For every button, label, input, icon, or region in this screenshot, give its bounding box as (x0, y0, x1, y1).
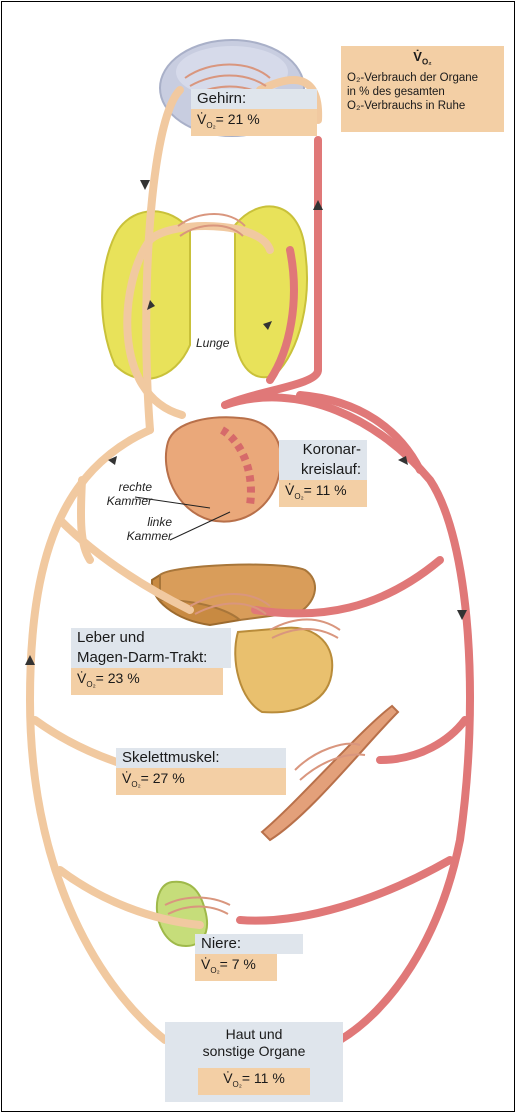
gehirn-title: Gehirn: (191, 89, 317, 109)
koronar-label: Koronar- kreislauf: V̇O₂= 11 % (279, 440, 367, 507)
legend-symbol: V̇O₂ (347, 50, 498, 70)
koronar-title-2: kreislauf: (279, 460, 367, 480)
legend-line-1: O₂-Verbrauch der Organe (347, 71, 498, 85)
koronar-value: V̇O₂= 11 % (279, 480, 367, 507)
haut-value: V̇O₂= 11 % (198, 1068, 310, 1095)
lunge-label: Lunge (196, 336, 229, 350)
gehirn-label: Gehirn: V̇O₂= 21 % (191, 89, 317, 136)
leber-title-1: Leber und (71, 628, 231, 648)
legend-line-2: in % des gesamten (347, 85, 498, 99)
gehirn-value: V̇O₂= 21 % (191, 109, 317, 136)
haut-title-1: Haut und (165, 1026, 343, 1043)
haut-label: Haut und sonstige Organe V̇O₂= 11 % (165, 1022, 343, 1102)
niere-title: Niere: (195, 934, 303, 954)
niere-label: Niere: V̇O₂= 7 % (195, 934, 303, 981)
leber-label: Leber und Magen-Darm-Trakt: V̇O₂= 23 % (71, 628, 231, 695)
haut-title-2: sonstige Organe (165, 1043, 343, 1060)
legend-box: V̇O₂ O₂-Verbrauch der Organe in % des ge… (341, 46, 504, 132)
skelett-value: V̇O₂= 27 % (116, 768, 286, 795)
koronar-title-1: Koronar- (279, 440, 367, 460)
leber-value: V̇O₂= 23 % (71, 668, 223, 695)
legend-line-3: O₂-Verbrauchs in Ruhe (347, 99, 498, 113)
skelett-label: Skelettmuskel: V̇O₂= 27 % (116, 748, 286, 795)
niere-value: V̇O₂= 7 % (195, 954, 277, 981)
leber-title-2: Magen-Darm-Trakt: (71, 648, 231, 668)
intestine-shape (235, 628, 332, 713)
skelett-title: Skelettmuskel: (116, 748, 286, 768)
